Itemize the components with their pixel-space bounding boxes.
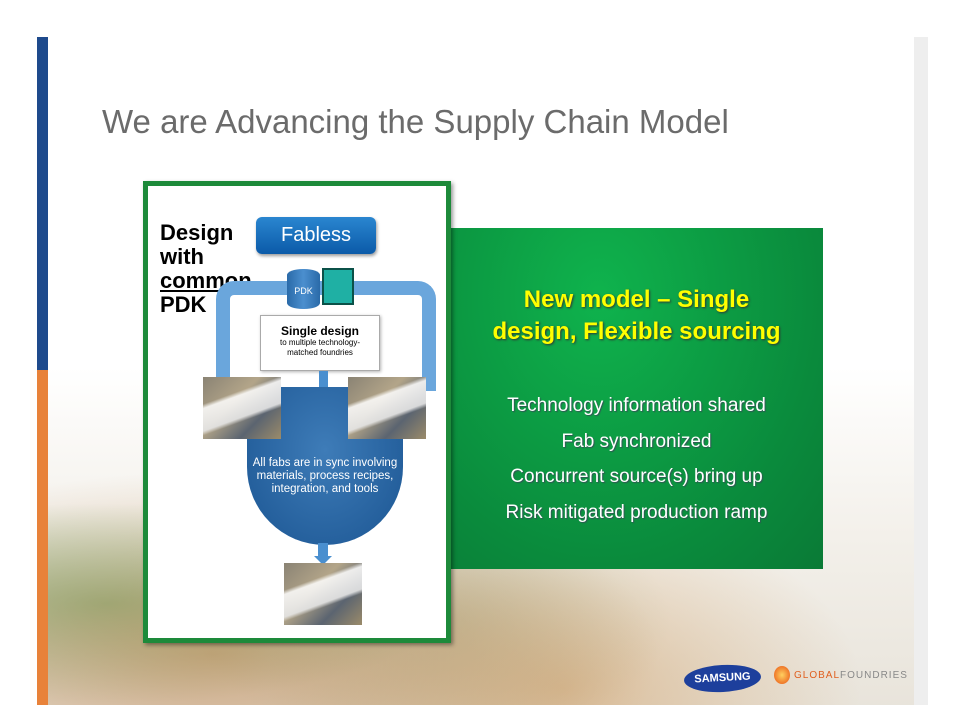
gf-text-a: GLOBAL — [794, 669, 841, 681]
connector — [319, 371, 328, 397]
fabless-box: Fabless — [256, 217, 376, 254]
label-line: with — [160, 244, 204, 269]
globalfoundries-globe-icon — [774, 666, 790, 684]
accent-bar-orange — [37, 370, 48, 705]
chip-icon — [322, 268, 354, 305]
fab-image-left — [203, 377, 281, 439]
pdk-database-icon: PDK — [287, 269, 320, 309]
single-design-sub: to multiple technology- — [279, 338, 361, 347]
fab-image-right — [348, 377, 426, 439]
design-label: Design with common PDK — [160, 221, 252, 317]
list-item: Technology information shared — [507, 395, 766, 416]
accent-bar-blue — [37, 37, 48, 370]
list-item: Fab synchronized — [561, 430, 712, 452]
fab-image-bottom — [284, 563, 362, 625]
diagram-panel: Design with common PDK Fabless PDK Singl… — [143, 181, 451, 643]
globalfoundries-logo: GLOBALFOUNDRIES — [774, 666, 908, 684]
slide: We are Advancing the Supply Chain Model … — [37, 37, 914, 705]
single-design-sub: matched foundries — [287, 348, 353, 357]
list-item: Concurrent source(s) bring up — [510, 466, 763, 487]
new-model-box: New model – Single design, Flexible sour… — [450, 228, 823, 569]
list-item: Risk mitigated production ramp — [505, 501, 768, 523]
benefit-list: Technology information shared Fab synchr… — [450, 388, 823, 530]
down-arrow — [318, 543, 328, 557]
label-line: Design — [160, 220, 234, 245]
title-line: New model – Single — [523, 286, 750, 313]
down-arrow-head — [314, 556, 332, 565]
single-design-title: Single design — [280, 324, 359, 338]
right-margin — [914, 37, 928, 705]
label-line: PDK — [160, 292, 207, 317]
title-line: design, Flexible sourcing — [492, 318, 781, 345]
slide-title: We are Advancing the Supply Chain Model — [102, 103, 729, 140]
sync-drop-shape: All fabs are in sync involving materials… — [247, 387, 403, 545]
single-design-box: Single design to multiple technology- ma… — [260, 315, 380, 371]
new-model-title: New model – Single design, Flexible sour… — [450, 284, 823, 348]
gf-text-b: FOUNDRIES — [840, 669, 908, 681]
